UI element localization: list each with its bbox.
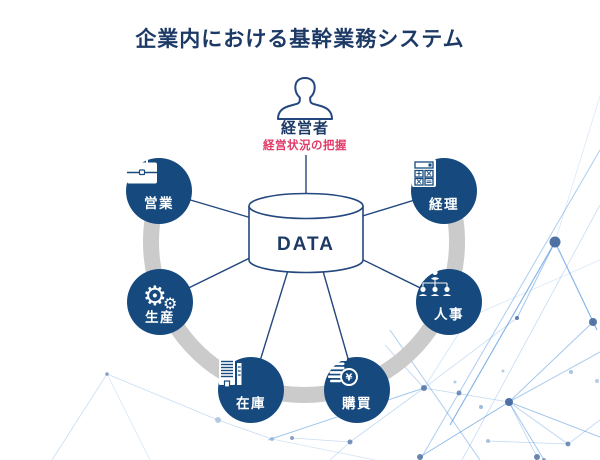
node-hr: 人事 [416, 269, 482, 335]
gears-icon: ⚙ ⚙ [142, 276, 178, 313]
node-production: ⚙ ⚙ 生産 [127, 269, 193, 335]
gear-small-icon: ⚙ [162, 294, 178, 313]
data-label: DATA [277, 234, 335, 255]
node-hr-label: 人事 [434, 307, 464, 323]
node-purchasing-label: 購買 [342, 396, 372, 412]
page-title: 企業内における基幹業務システム [135, 27, 465, 51]
calc-key-times2: × [416, 177, 423, 186]
node-accounting-label: 経理 [429, 197, 459, 213]
node-accounting: + × × = 経理 [411, 158, 477, 224]
data-cylinder: DATA [248, 192, 364, 274]
node-inventory: 在庫 [218, 357, 284, 423]
gear-large-icon: ⚙ [142, 281, 167, 312]
node-sales: 営業 [126, 158, 192, 224]
node-inventory-label: 在庫 [236, 396, 266, 412]
node-purchasing: ¥ 購買 [324, 357, 390, 423]
executive-label: 経営者 [280, 119, 329, 137]
node-sales-label: 営業 [144, 196, 174, 212]
executive-person-icon [277, 77, 333, 120]
calc-key-plus: + [416, 169, 423, 178]
calc-key-equals: = [426, 177, 433, 186]
executive-caption: 経営状況の把握 [263, 138, 347, 152]
calc-key-times: × [426, 169, 433, 178]
mesh-nodes [105, 236, 599, 460]
yen-symbol: ¥ [346, 373, 353, 384]
node-production-label: 生産 [145, 310, 175, 326]
